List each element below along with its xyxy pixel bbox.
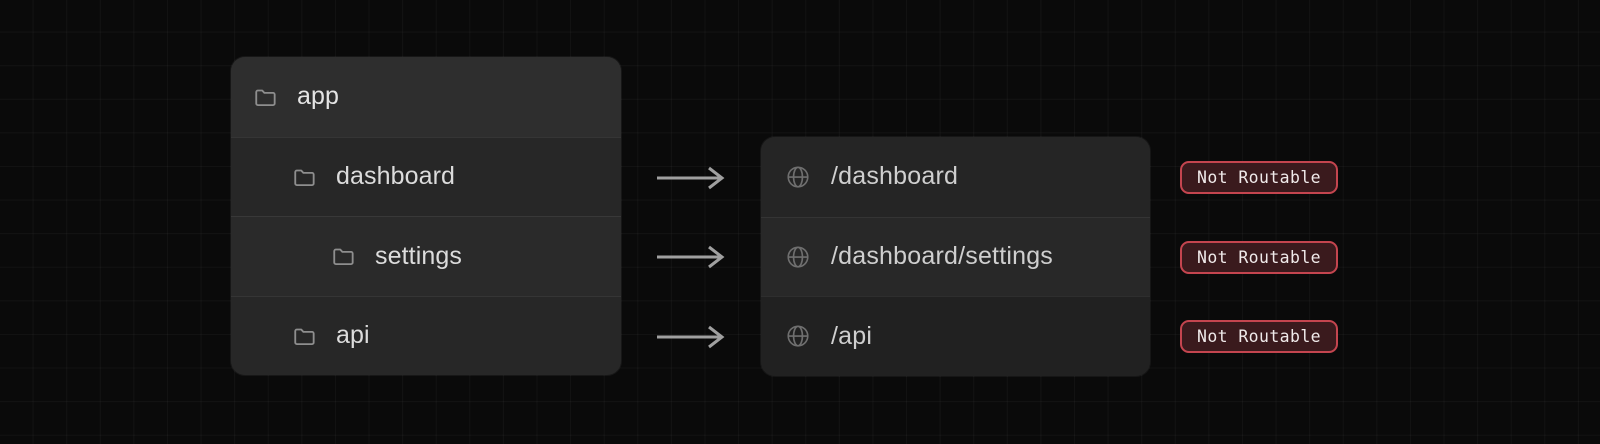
- tree-row[interactable]: settings: [231, 216, 621, 296]
- long-right-arrow-icon: [655, 242, 727, 272]
- long-right-arrow-icon: [655, 322, 727, 352]
- long-right-arrow-icon: [655, 163, 727, 193]
- globe-icon: [785, 164, 811, 190]
- tree-row-label: settings: [375, 241, 462, 270]
- folder-icon: [331, 243, 357, 269]
- status-badge: Not Routable: [1180, 320, 1339, 353]
- globe-icon: [785, 244, 811, 270]
- tree-row[interactable]: dashboard: [231, 136, 621, 216]
- tree-row[interactable]: app: [231, 57, 621, 137]
- route-row[interactable]: /dashboard: [761, 137, 1150, 217]
- route-row[interactable]: /api: [761, 296, 1150, 376]
- tree-row-label: app: [297, 82, 340, 111]
- globe-icon: [785, 323, 811, 349]
- status-badge: Not Routable: [1180, 241, 1339, 274]
- route-path: /api: [831, 321, 873, 350]
- tree-row-label: api: [336, 321, 370, 350]
- route-row[interactable]: /dashboard/settings: [761, 216, 1150, 296]
- tree-row[interactable]: api: [231, 295, 621, 375]
- folder-icon: [292, 323, 318, 349]
- tree-row-label: dashboard: [336, 162, 456, 191]
- route-list-panel: /dashboard /dashboard/settings /api: [761, 137, 1150, 376]
- route-path: /dashboard: [831, 162, 959, 191]
- folder-icon: [292, 164, 318, 190]
- status-badge: Not Routable: [1180, 161, 1339, 194]
- route-path: /dashboard/settings: [831, 242, 1054, 271]
- folder-tree-panel: app dashboard settings: [231, 57, 621, 375]
- folder-icon: [253, 84, 279, 110]
